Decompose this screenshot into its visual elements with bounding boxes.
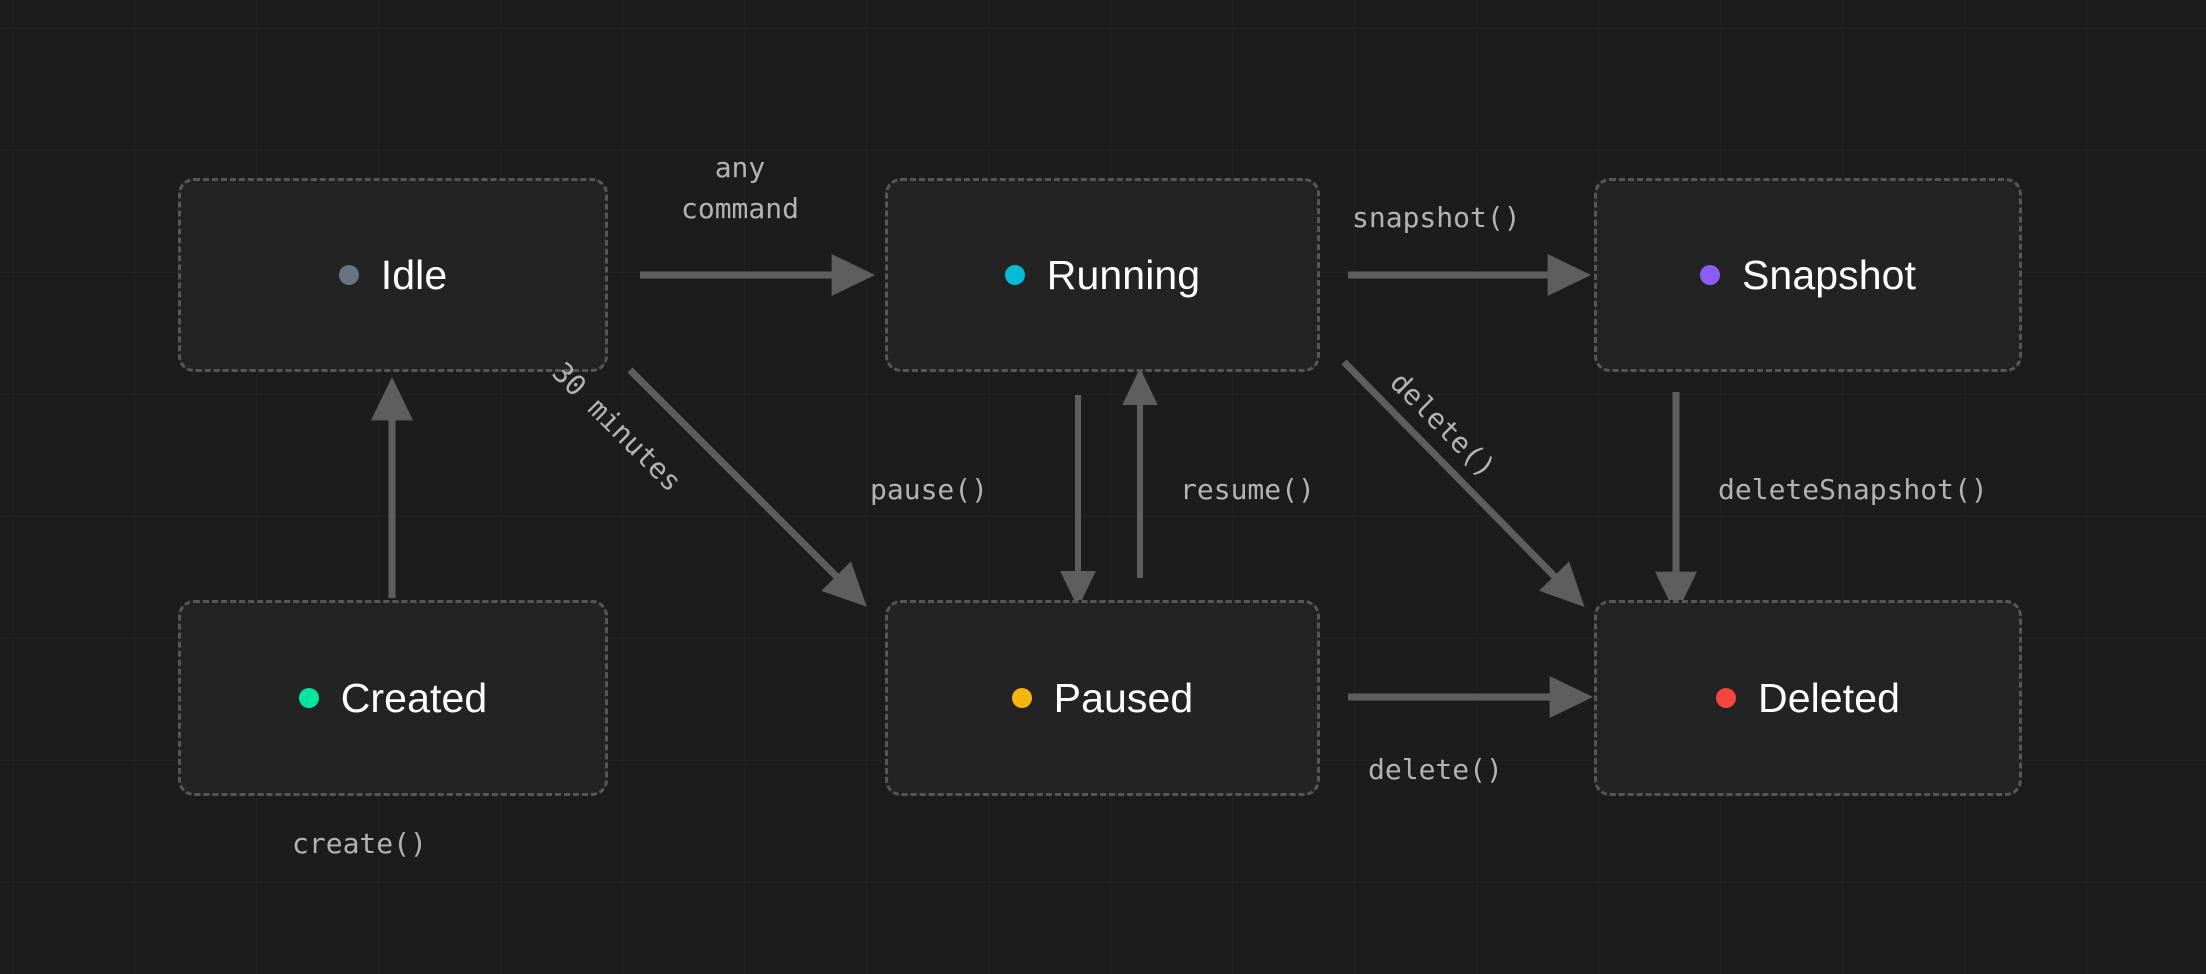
state-label-running: Running <box>1046 251 1201 298</box>
status-dot-running <box>1004 265 1025 285</box>
state-node-deleted[interactable]: Deleted <box>1594 600 2022 796</box>
state-node-created[interactable]: Created <box>178 600 608 796</box>
state-label-created: Created <box>340 674 488 721</box>
edge-label-delete-snapshot: deleteSnapshot() <box>1718 473 1988 506</box>
status-dot-paused <box>1011 688 1032 708</box>
state-label-deleted: Deleted <box>1757 674 1901 721</box>
edge-label-create: create() <box>292 827 427 860</box>
state-label-idle: Idle <box>380 251 448 298</box>
edge-label-delete-paused: delete() <box>1368 753 1503 786</box>
edge-label-resume: resume() <box>1180 473 1315 506</box>
status-dot-deleted <box>1715 688 1736 708</box>
edge-label-snapshot: snapshot() <box>1352 201 1521 234</box>
state-node-paused[interactable]: Paused <box>885 600 1320 796</box>
edge-label-any-command-line2: command <box>680 192 799 225</box>
edge-delete-running-arrow <box>1341 359 1585 607</box>
state-label-snapshot: Snapshot <box>1741 251 1917 298</box>
state-label-paused: Paused <box>1053 674 1194 721</box>
edge-label-any-command-line1: any <box>714 151 766 184</box>
edge-label-pause: pause() <box>870 473 989 506</box>
state-node-snapshot[interactable]: Snapshot <box>1594 178 2022 372</box>
edge-label-thirty-minutes: 30 minutes <box>545 355 689 499</box>
edge-label-delete-running: delete() <box>1383 365 1503 485</box>
status-dot-snapshot <box>1699 265 1720 285</box>
status-dot-created <box>298 688 319 708</box>
status-dot-idle <box>338 265 359 285</box>
state-node-running[interactable]: Running <box>885 178 1320 372</box>
state-node-idle[interactable]: Idle <box>178 178 608 372</box>
